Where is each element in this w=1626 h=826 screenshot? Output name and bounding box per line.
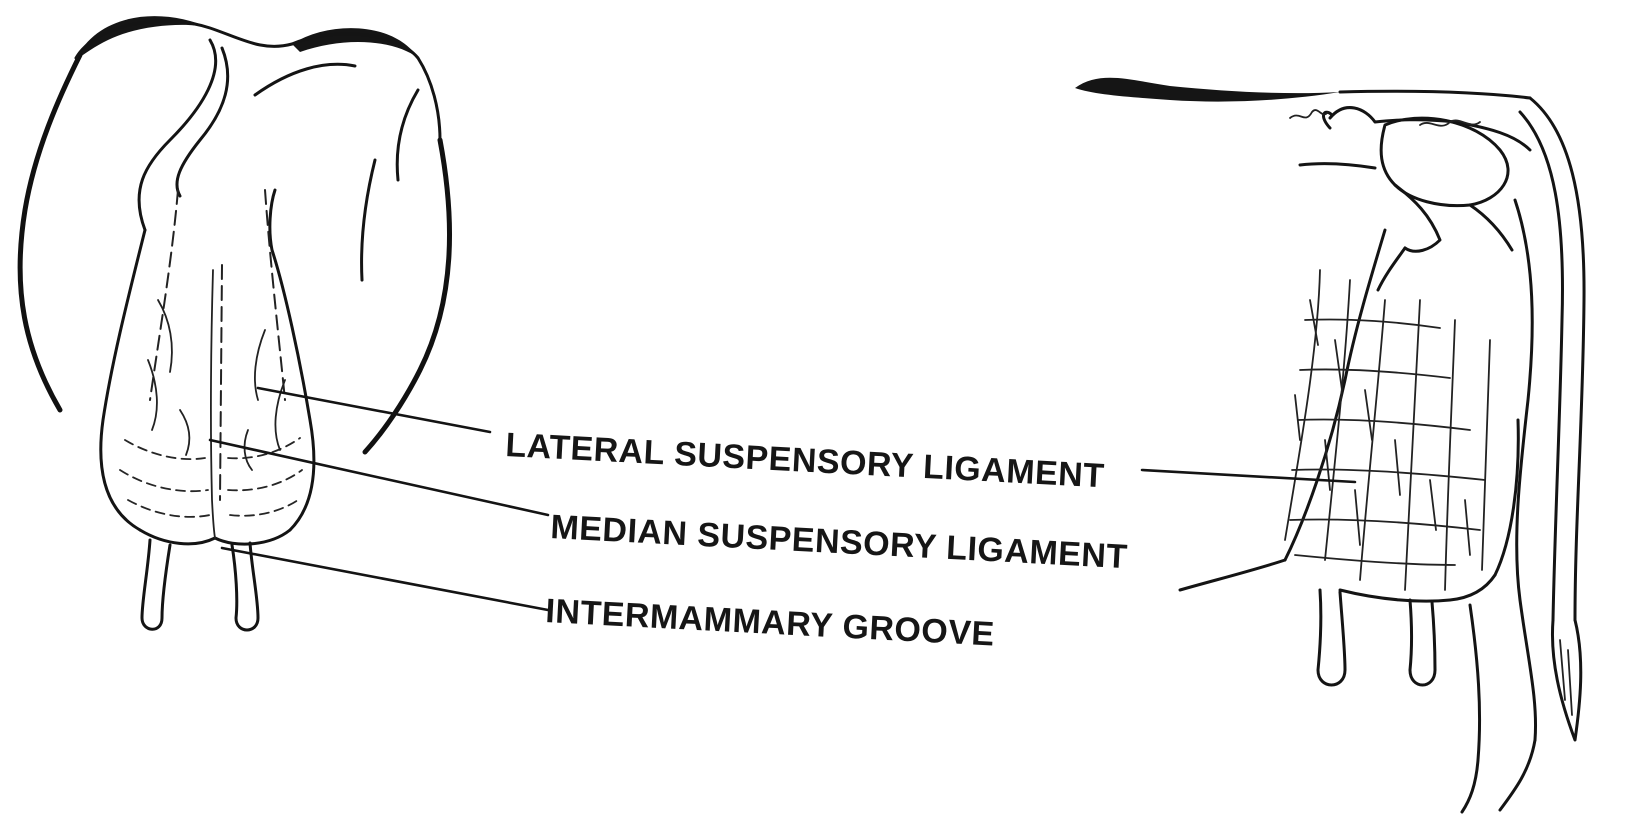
groove-leader-line [222,548,548,610]
rear-view-cow-drawing [20,16,449,630]
median-leader-line [210,440,548,515]
intermammary-groove-label: INTERMAMMARY GROOVE [545,592,996,653]
lateral-ligament-label: LATERAL SUSPENSORY LIGAMENT [505,426,1106,495]
lateral-leader-line-left [258,388,490,432]
side-view-cow-drawing [1075,78,1584,812]
labels: LATERAL SUSPENSORY LIGAMENT MEDIAN SUSPE… [505,426,1129,653]
leader-lines [210,388,1355,610]
median-ligament-label: MEDIAN SUSPENSORY LIGAMENT [550,508,1129,576]
lateral-leader-line-right [1142,470,1355,482]
